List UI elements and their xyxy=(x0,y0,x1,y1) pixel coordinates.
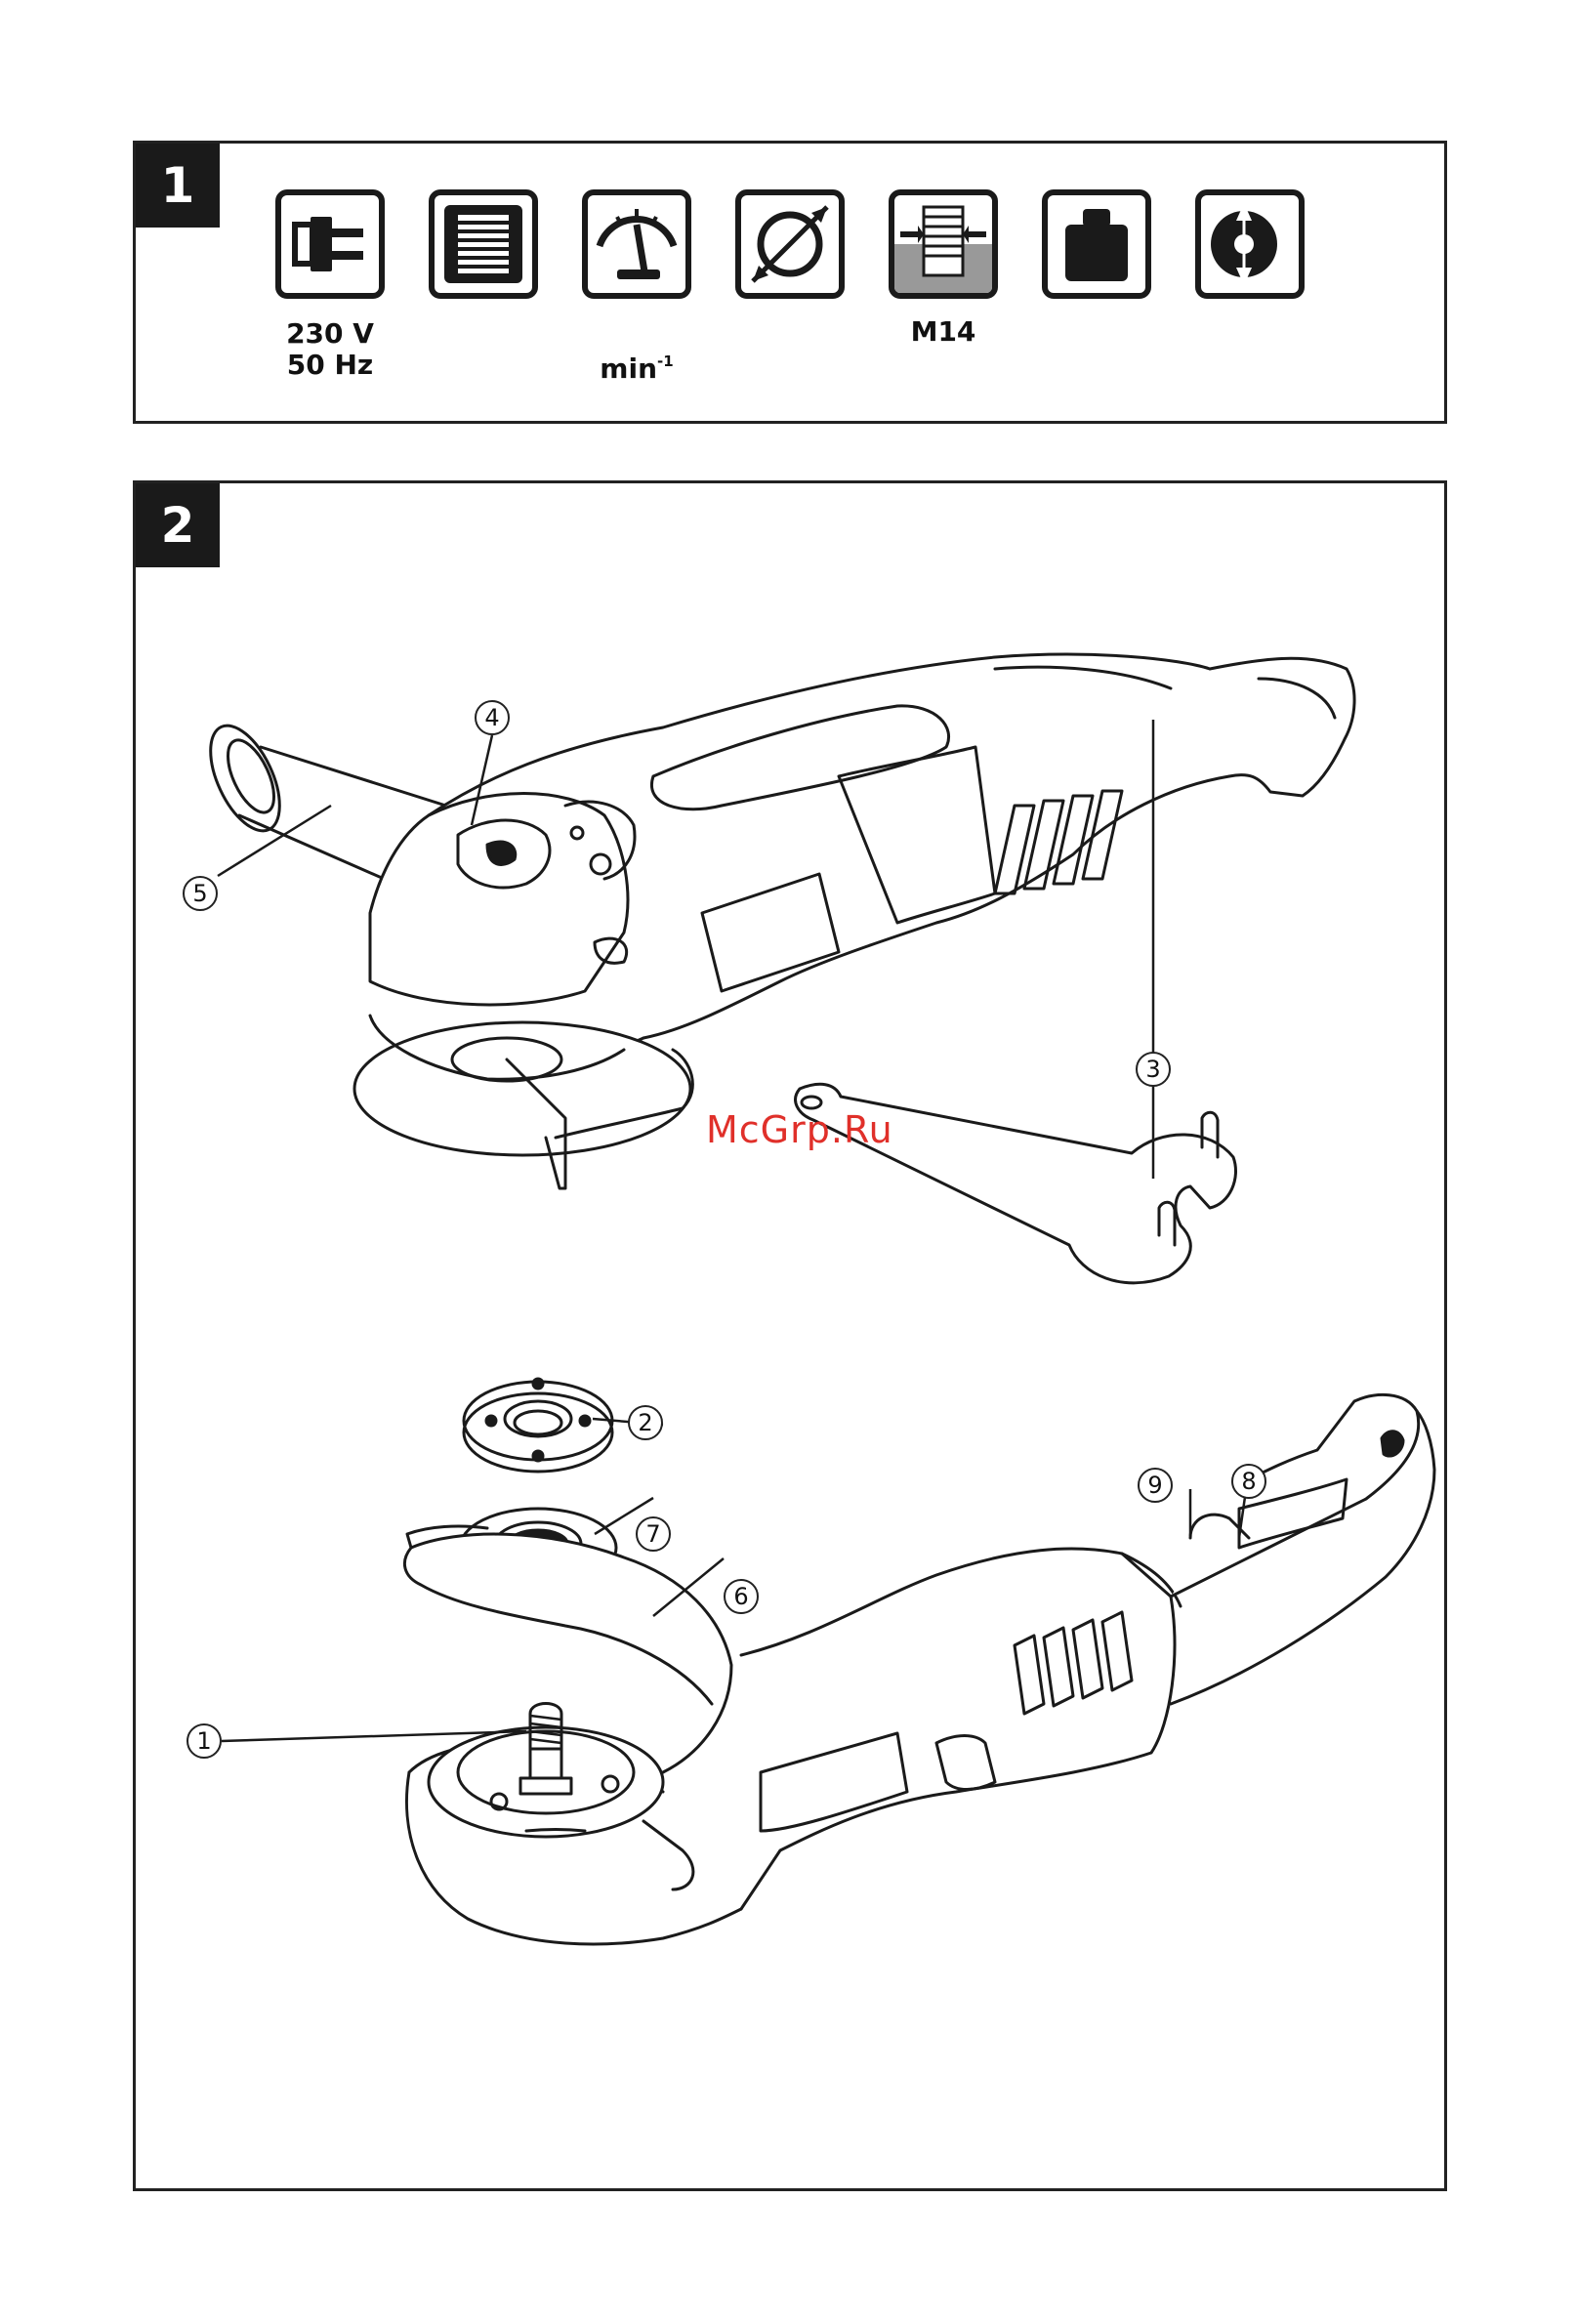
callout-8: 8 xyxy=(1231,1464,1266,1499)
callout-9: 9 xyxy=(1138,1468,1173,1503)
watermark-text: McGrp.Ru xyxy=(706,1108,893,1151)
callout-6: 6 xyxy=(724,1579,759,1614)
callout-7: 7 xyxy=(636,1516,671,1552)
callout-5: 5 xyxy=(183,876,218,911)
flange-nut-drawing xyxy=(464,1379,612,1472)
speed-gauge-icon xyxy=(582,189,691,299)
angle-grinder-illustration xyxy=(136,483,1444,2188)
callout-1: 1 xyxy=(187,1723,222,1759)
callout-4: 4 xyxy=(475,700,510,735)
thread-size-label: M14 xyxy=(894,315,992,349)
speed-unit-text: min xyxy=(600,353,657,385)
plug-icon xyxy=(275,189,385,299)
frequency-label: 50 Hz xyxy=(281,349,379,382)
speed-unit-exponent: -1 xyxy=(657,353,674,370)
voltage-label: 230 V xyxy=(281,317,379,351)
motor-power-icon xyxy=(429,189,538,299)
disc-bore-icon xyxy=(1195,189,1305,299)
weight-icon xyxy=(1042,189,1151,299)
panel-1: 1 230 V 50 Hz xyxy=(133,141,1447,424)
callout-2: 2 xyxy=(628,1405,663,1440)
callout-3: 3 xyxy=(1136,1052,1171,1087)
panel-number: 1 xyxy=(136,144,220,228)
speed-unit-label: min-1 xyxy=(588,345,685,386)
spindle-thread-icon xyxy=(889,189,998,299)
panel-2: 2 xyxy=(133,480,1447,2191)
disc-diameter-icon xyxy=(735,189,845,299)
